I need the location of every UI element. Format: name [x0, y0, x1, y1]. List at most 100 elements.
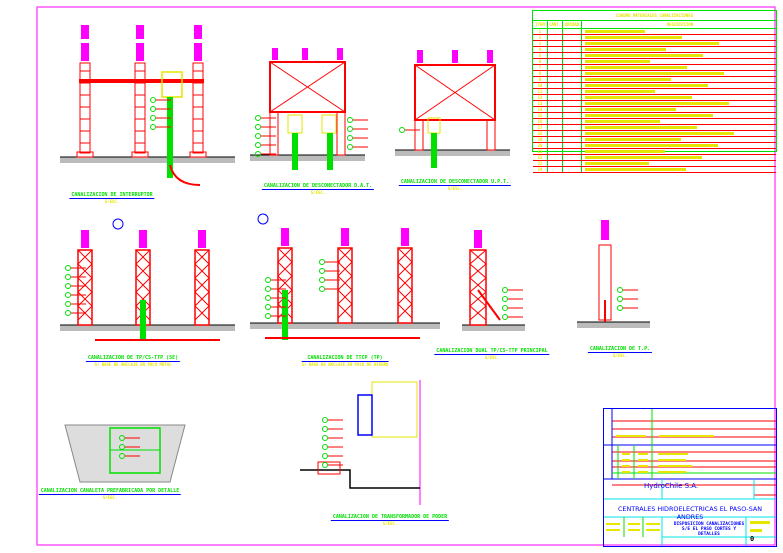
item-qty	[548, 167, 563, 172]
label-tag	[150, 106, 156, 112]
insulator	[452, 50, 458, 63]
lattice-brace	[277, 275, 293, 291]
materials-table-row: 8	[533, 71, 776, 77]
ground-hatch	[462, 325, 525, 331]
item-description	[582, 101, 776, 106]
lattice-brace	[337, 247, 353, 263]
foundation	[189, 151, 207, 158]
item-unit	[563, 107, 582, 112]
steel-frame	[414, 64, 496, 121]
ground-hatch	[577, 322, 650, 328]
caption-title: CANALIZACION CANALETA PREFABRICADA POR D…	[38, 488, 182, 495]
item-unit	[563, 149, 582, 154]
caption-title: CANALIZACION DE TTCP (TP)	[301, 355, 389, 362]
frame-brace	[269, 61, 346, 113]
lattice-brace	[337, 261, 353, 277]
item-number: 7	[533, 65, 548, 70]
support-column	[192, 62, 204, 154]
title-block-grid	[604, 409, 776, 546]
materials-table-row: 17	[533, 125, 776, 131]
project-name: CENTRALES HIDROELECTRICAS EL PASO-SAN AN…	[617, 505, 763, 521]
title-block: HydroChile S.A. CENTRALES HIDROELECTRICA…	[603, 408, 777, 547]
drawing-caption: CANALIZACION DE T.P.S/ESC.	[587, 346, 653, 359]
caption-scale: S/ BASE DE ANCLAJE EN POLO METAL	[94, 362, 172, 367]
company-name: HydroChile S.A.	[644, 482, 699, 490]
item-number: 14	[533, 107, 548, 112]
drawing-caption: CANALIZACION CANALETA PREFABRICADA POR D…	[38, 488, 182, 501]
ground-hatch	[60, 157, 235, 163]
sheet-border	[36, 6, 776, 546]
label-tag	[502, 287, 508, 293]
item-description	[582, 137, 776, 142]
item-number: 10	[533, 83, 548, 88]
label-tag	[265, 286, 271, 292]
materials-table-row: 15	[533, 113, 776, 119]
lattice-brace	[469, 277, 487, 293]
lattice-tower	[397, 247, 413, 324]
item-description	[582, 143, 776, 148]
caption-title: CANALIZACION DE TRANSFORMADOR DE PODER	[330, 514, 450, 521]
label-tag	[119, 435, 125, 441]
item-description	[582, 65, 776, 70]
materials-table-row: 22	[533, 155, 776, 161]
lattice-brace	[397, 289, 413, 305]
materials-table-row: 14	[533, 107, 776, 113]
item-description	[582, 125, 776, 130]
item-qty	[548, 77, 563, 82]
item-unit	[563, 95, 582, 100]
item-qty	[548, 131, 563, 136]
materials-table-row: 18	[533, 131, 776, 137]
label-tag	[255, 133, 261, 139]
item-unit	[563, 155, 582, 160]
insulator	[601, 220, 609, 240]
item-description	[582, 107, 776, 112]
insulator	[81, 25, 89, 39]
item-qty	[548, 101, 563, 106]
label-tag	[617, 305, 623, 311]
insulator	[337, 48, 343, 60]
materials-table-row: 4	[533, 47, 776, 53]
materials-table-row: 1	[533, 29, 776, 35]
conduit	[167, 97, 173, 178]
item-unit	[563, 83, 582, 88]
drawing-caption: CANALIZACION DE TTCP (TP)S/ BASE DE ANCL…	[301, 355, 389, 368]
lattice-brace	[194, 249, 210, 265]
item-qty	[548, 107, 563, 112]
drawing-title: DISPOSICION CANALIZACIONES S/E EL PASO C…	[673, 522, 745, 537]
caption-title: CANALIZACION DUAL TP/CS-TTP PRINCIPAL	[434, 348, 550, 355]
label-tag	[502, 305, 508, 311]
item-unit	[563, 119, 582, 124]
conduit	[140, 300, 146, 340]
drawing-caption: CANALIZACION DE DESCONECTADOR U.P.T.S/ES…	[398, 179, 512, 192]
revision-number: 0	[750, 535, 755, 543]
label-tag	[265, 313, 271, 319]
item-description	[582, 89, 776, 94]
lattice-brace	[469, 249, 487, 265]
label-tag	[265, 304, 271, 310]
foundation-outline	[300, 469, 420, 489]
item-qty	[548, 29, 563, 34]
label-tag	[322, 435, 328, 441]
header-description: DESCRIPCION	[666, 22, 694, 27]
lattice-tower	[337, 247, 353, 324]
materials-table-row: 20	[533, 143, 776, 149]
item-number: 2	[533, 35, 548, 40]
insulator	[417, 50, 423, 63]
caption-title: CANALIZACION DE DESCONECTADOR U.P.T.	[398, 179, 512, 186]
lattice-brace	[397, 303, 413, 319]
label-tag	[502, 296, 508, 302]
label-tag	[319, 277, 325, 283]
label-tag	[322, 426, 328, 432]
caption-scale: S/ESC.	[447, 186, 463, 191]
item-description	[582, 131, 776, 136]
label-tag	[502, 314, 508, 320]
item-unit	[563, 65, 582, 70]
label-tag	[65, 265, 71, 271]
item-number: 22	[533, 155, 548, 160]
foundation	[76, 151, 94, 158]
lattice-tower	[194, 249, 210, 326]
lattice-tower	[469, 249, 487, 326]
item-qty	[548, 59, 563, 64]
